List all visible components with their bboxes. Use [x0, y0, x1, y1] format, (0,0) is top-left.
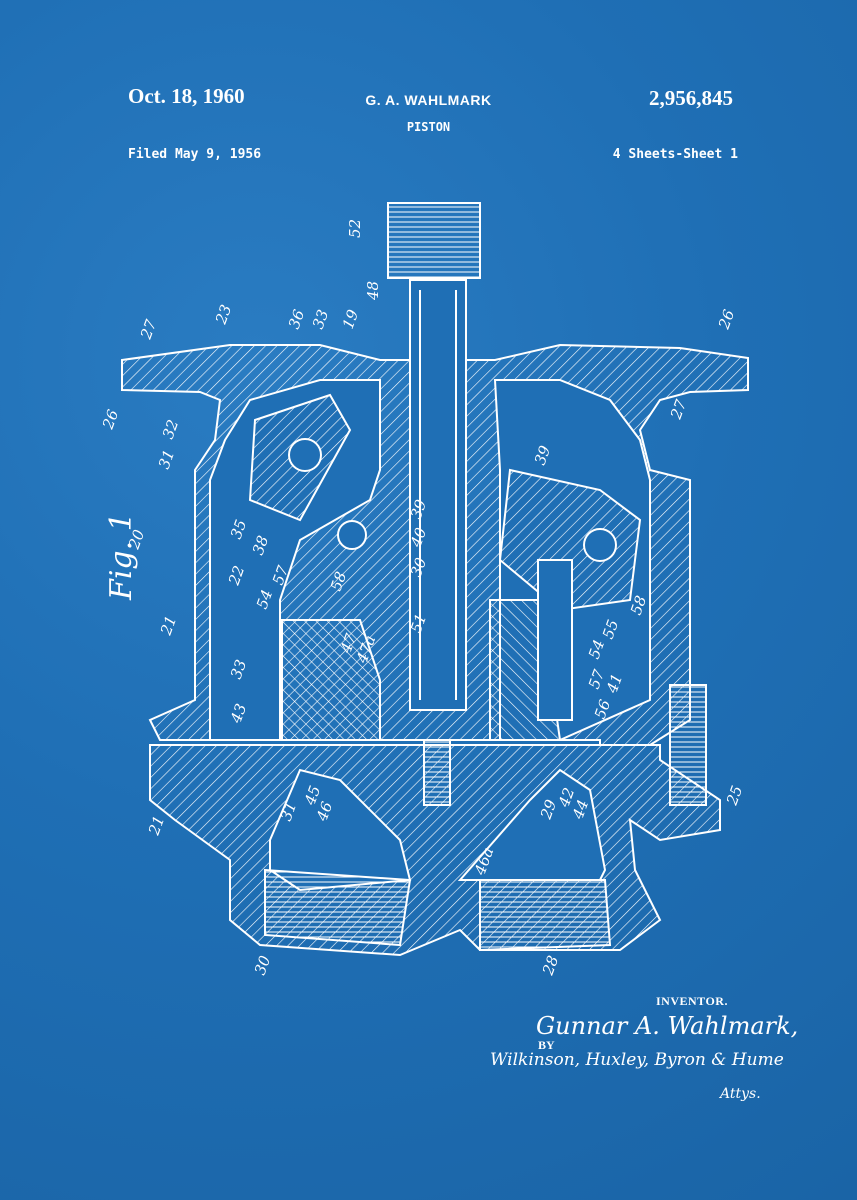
ref-29: 29 [537, 797, 561, 822]
by-label: BY [538, 1038, 555, 1052]
ref-43: 43 [227, 701, 251, 726]
ref-57: 57 [269, 563, 293, 588]
signature-block: INVENTOR. Gunnar A. Wahlmark, BY Wilkins… [480, 990, 800, 1110]
ref-42: 42 [555, 785, 579, 810]
arm-right [498, 468, 642, 612]
ref-40: 40 [407, 525, 431, 550]
ref-54: 54 [253, 587, 276, 611]
patent-date: Oct. 18, 1960 [128, 84, 245, 108]
ref-57b: 57 [585, 667, 609, 692]
ref-26: 26 [99, 407, 123, 432]
ref-56: 56 [591, 697, 615, 722]
ref-27b: 27 [667, 397, 691, 422]
threaded-stud [423, 739, 451, 806]
ref-27: 27 [137, 317, 161, 342]
ref-46: 46 [313, 799, 337, 824]
ball-left [288, 438, 322, 472]
ref-58b: 58 [627, 593, 650, 617]
ref-31b: 31 [277, 799, 300, 823]
ref-33: 33 [309, 307, 332, 331]
ref-19: 19 [339, 307, 363, 332]
port-left-lines [264, 868, 412, 947]
ball-center [337, 520, 367, 550]
ref-31: 31 [155, 447, 178, 471]
rotor-block [281, 619, 381, 741]
inventor-name: G. A. WAHLMARK [365, 92, 492, 108]
ref-32: 32 [159, 417, 182, 441]
ref-30b: 30 [251, 953, 275, 978]
ref-45: 45 [301, 783, 325, 808]
figure-label: Fig. 1 [104, 512, 139, 600]
shaft [409, 279, 467, 711]
inventor-signature: Gunnar A. Wahlmark, [536, 1012, 799, 1040]
shaft-knob [387, 202, 481, 279]
ref-38: 38 [249, 533, 272, 557]
ref-39: 39 [531, 443, 555, 468]
ball-right [583, 528, 617, 562]
ref-55: 55 [599, 617, 622, 641]
ref-48: 48 [364, 281, 382, 301]
sheet-count: 4 Sheets-Sheet 1 [612, 147, 738, 162]
piston [537, 559, 573, 721]
inventor-label: INVENTOR. [656, 994, 728, 1008]
ref-36: 36 [285, 307, 309, 332]
ref-39b: 39 [407, 497, 431, 522]
ref-35: 35 [227, 517, 250, 541]
filed-date: Filed May 9, 1956 [128, 147, 262, 162]
ref-33b: 33 [227, 657, 250, 681]
attorney-signature: Wilkinson, Huxley, Byron & Hume [490, 1050, 784, 1070]
patent-title: PISTON [406, 120, 451, 134]
ref-54b: 54 [585, 637, 608, 661]
reference-numerals: 52 48 23 27 26 19 36 33 26 27 32 31 39 3… [99, 219, 747, 978]
ref-52: 52 [346, 219, 364, 238]
attys-label: Attys. [720, 1086, 761, 1102]
ref-22: 22 [225, 563, 249, 588]
ref-44: 44 [569, 797, 593, 822]
ref-58: 58 [327, 569, 350, 593]
ref-26b: 26 [715, 307, 739, 332]
ref-41: 41 [603, 671, 627, 696]
ref-25: 25 [723, 783, 747, 808]
ref-21: 21 [157, 613, 181, 638]
ref-20: 20 [125, 527, 149, 552]
ref-21b: 21 [145, 813, 169, 838]
ref-23: 23 [212, 302, 236, 327]
patent-number: 2,956,845 [649, 86, 733, 110]
ref-47: 47 [337, 631, 361, 656]
ref-30: 30 [407, 555, 431, 580]
port-right-lines [479, 879, 612, 952]
ref-51: 51 [407, 611, 430, 635]
ref-28: 28 [539, 953, 563, 978]
